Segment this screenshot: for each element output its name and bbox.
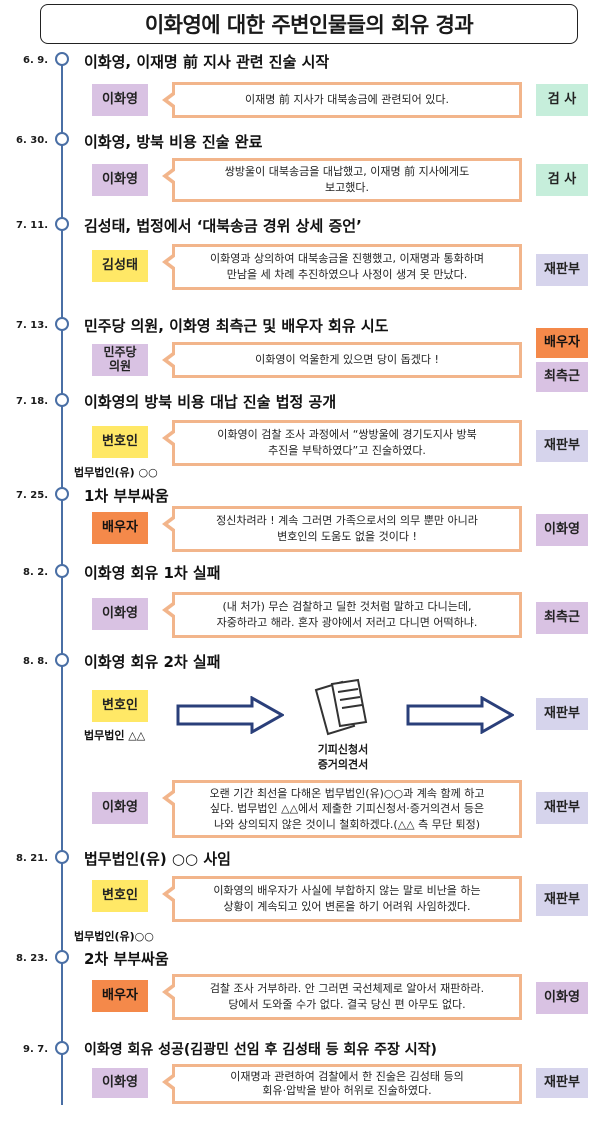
event-date: 6. 9. [23,55,48,66]
speaker-tag: 이화영 [92,598,148,630]
timeline-dot [55,52,69,66]
timeline-dot [55,564,69,578]
target-tag: 재판부 [536,884,588,916]
event-date: 9. 7. [23,1044,48,1055]
target-tag: 재판부 [536,1068,588,1098]
event-date: 7. 25. [16,490,48,501]
target-tag: 이화영 [536,982,588,1014]
quote-bubble: 이재명과 관련하여 검찰에서 한 진술은 김성태 등의 회유·압박을 받아 허위… [162,1064,522,1104]
timeline-dot [55,487,69,501]
target-tag: 재판부 [536,792,588,824]
timeline-dot [55,850,69,864]
quote-bubble: (내 처가) 무슨 검찰하고 딜한 것처럼 말하고 다니는데, 자중하라고 해라… [162,592,522,638]
event-heading: 김성태, 법정에서 ‘대북송금 경위 상세 증언’ [84,217,362,235]
event-heading: 법무법인(유) ○○ 사임 [84,850,231,868]
speaker-tag: 이화영 [92,792,148,824]
target-tag: 재판부 [536,430,588,462]
target-tag-spouse: 배우자 [536,328,588,358]
quote-bubble: 이화영이 억울한게 있으면 당이 돕겠다 ! [162,342,522,378]
event-heading: 이화영 회유 2차 실패 [84,653,221,671]
event-heading: 이화영의 방북 비용 대납 진술 법정 공개 [84,393,337,411]
timeline-dot [55,317,69,331]
quote-bubble: 이화영과 상의하여 대북송금을 진행했고, 이재명과 통화하며 만남을 세 차례… [162,244,522,290]
event-heading: 이화영 회유 1차 실패 [84,564,221,582]
page-title: 이화영에 대한 주변인물들의 회유 경과 [40,4,578,44]
event-heading: 이화영, 방북 비용 진술 완료 [84,133,263,151]
speaker-tag: 이화영 [92,84,148,116]
timeline-dot [55,132,69,146]
timeline-dot [55,393,69,407]
quote-bubble: 이재명 前 지사가 대북송금에 관련되어 있다. [162,82,522,118]
law-firm-label: 법무법인(유) ○○ [74,466,158,479]
speaker-tag: 김성태 [92,250,148,282]
timeline-dot [55,950,69,964]
speaker-tag: 변호인 [92,880,148,912]
speaker-tag: 변호인 [92,690,148,722]
speaker-tag: 배우자 [92,512,148,544]
event-heading: 2차 부부싸움 [84,950,169,968]
target-tag: 최측근 [536,602,588,634]
documents-icon [314,678,368,736]
event-date: 7. 13. [16,320,48,331]
law-firm-label: 법무법인(유)○○ [74,930,154,943]
quote-bubble: 오랜 기간 최선을 다해온 법무법인(유)○○과 계속 함께 하고 싶다. 법무… [162,780,522,838]
event-date: 8. 2. [23,567,48,578]
timeline-line [61,55,63,1105]
timeline-dot [55,1041,69,1055]
event-heading: 1차 부부싸움 [84,487,169,505]
quote-bubble: 이화영이 검찰 조사 과정에서 “쌍방울에 경기도지사 방북 추진을 부탁하였다… [162,420,522,466]
speaker-tag: 배우자 [92,980,148,1012]
event-date: 8. 21. [16,853,48,864]
event-heading: 민주당 의원, 이화영 최측근 및 배우자 회유 시도 [84,317,389,335]
target-tag: 검 사 [536,84,588,116]
speaker-tag: 민주당 의원 [92,344,148,376]
target-tag-aide: 최측근 [536,362,588,392]
event-date: 8. 23. [16,953,48,964]
right-arrow-icon [176,696,284,734]
documents-label: 기피신청서 증거의견서 [317,743,369,771]
speaker-tag: 변호인 [92,426,148,458]
event-date: 7. 11. [16,220,48,231]
right-arrow-icon [406,696,514,734]
timeline-dot [55,217,69,231]
event-heading: 이화영 회유 성공(김광민 선임 후 김성태 등 회유 주장 시작) [84,1042,437,1058]
speaker-tag: 이화영 [92,164,148,196]
event-date: 6. 30. [16,135,48,146]
event-date: 8. 8. [23,656,48,667]
target-tag: 이화영 [536,514,588,546]
target-tag: 검 사 [536,164,588,196]
speaker-tag: 이화영 [92,1068,148,1098]
timeline-dot [55,653,69,667]
target-tag: 재판부 [536,698,588,730]
event-date: 7. 18. [16,396,48,407]
quote-bubble: 정신차려라 ! 계속 그러면 가족으로서의 의무 뿐만 아니라 변호인의 도움도… [162,506,522,552]
quote-bubble: 이화영의 배우자가 사실에 부합하지 않는 말로 비난을 하는 상황이 계속되고… [162,876,522,922]
quote-bubble: 검찰 조사 거부하라. 안 그러면 국선체제로 알아서 재판하라. 당에서 도와… [162,974,522,1020]
target-tag: 재판부 [536,254,588,286]
law-firm-label: 법무법인 △△ [84,729,146,742]
quote-bubble: 쌍방울이 대북송금을 대납했고, 이재명 前 지사에게도 보고했다. [162,158,522,202]
event-heading: 이화영, 이재명 前 지사 관련 진술 시작 [84,53,330,71]
